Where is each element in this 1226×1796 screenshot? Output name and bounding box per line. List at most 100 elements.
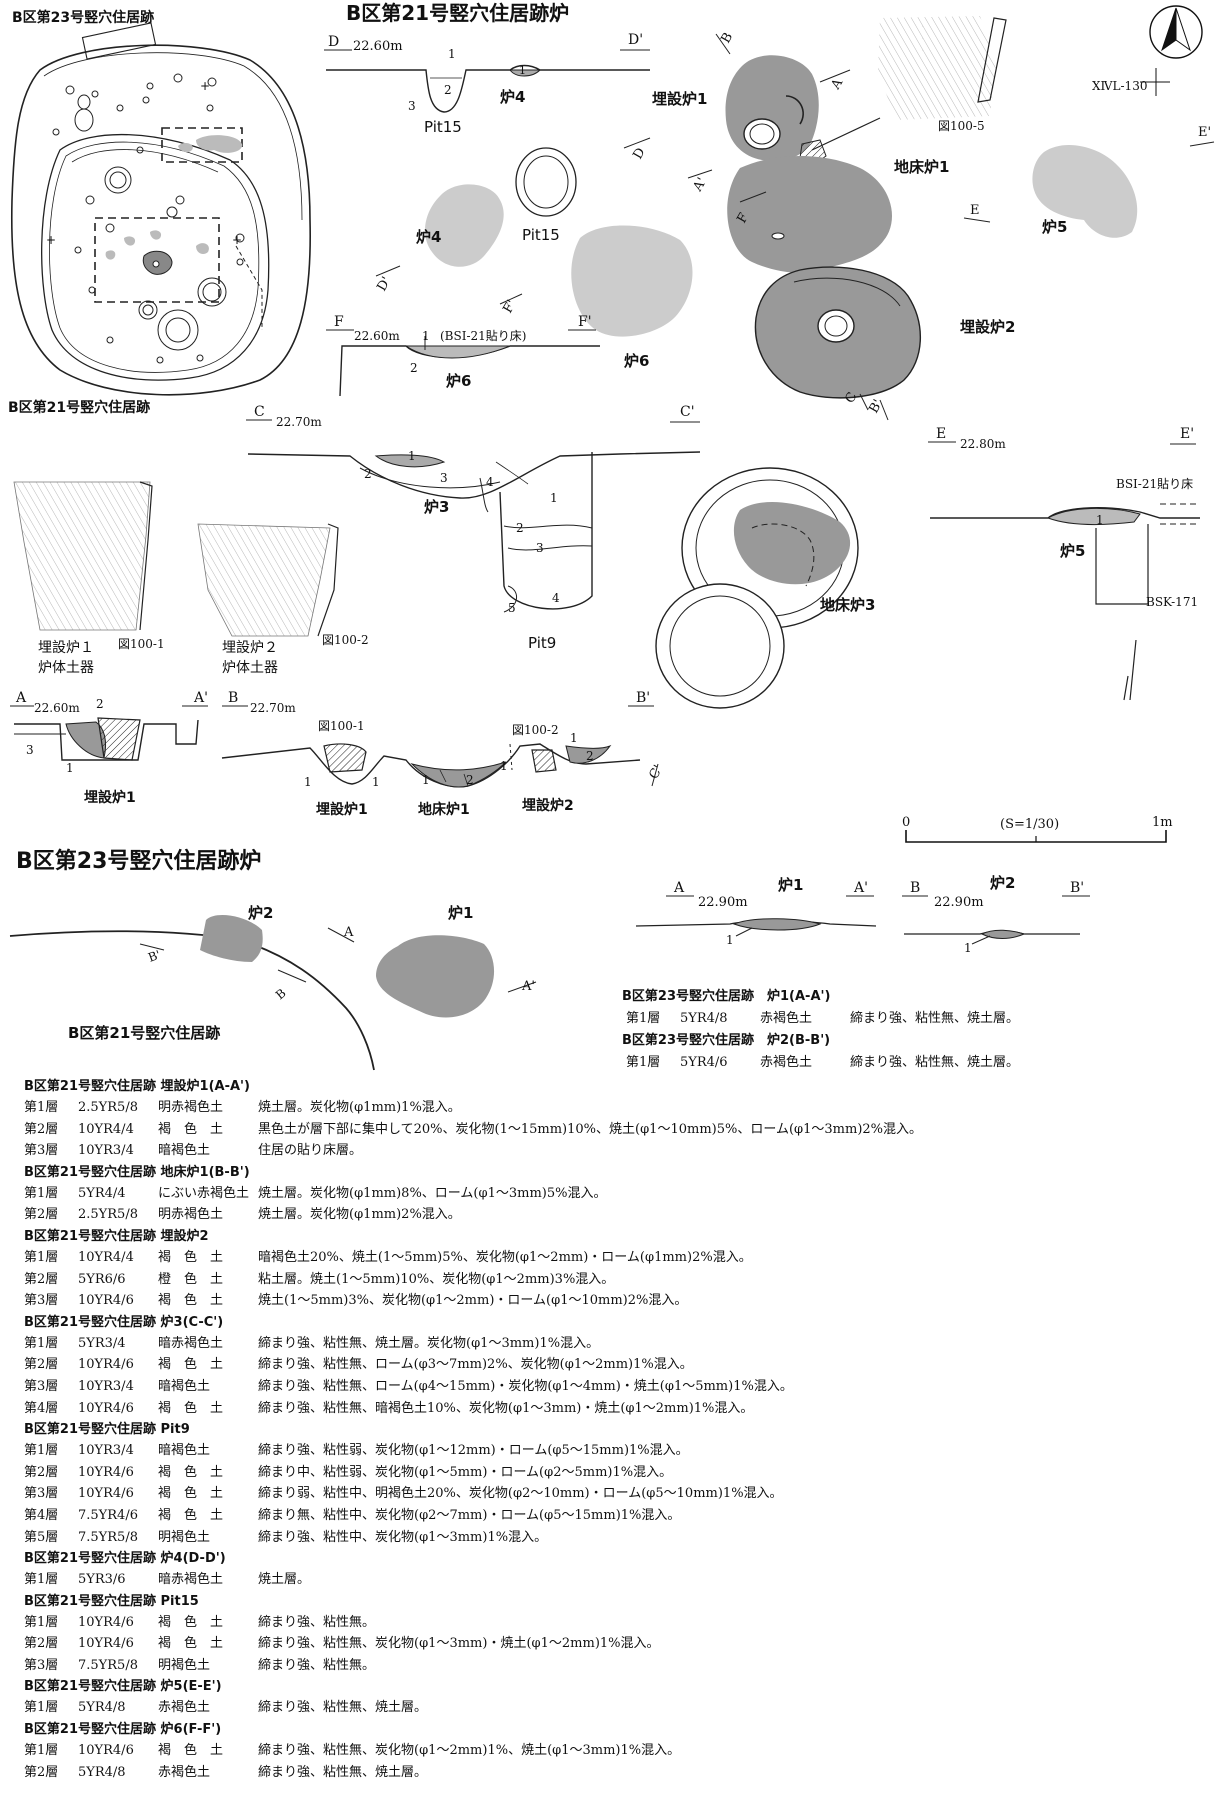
section-C: C 22.70m C' 1 2 3 4 1 2 3 4 5 炉3 Pit9 [246,404,701,652]
svg-text:地床炉1: 地床炉1 [894,158,949,176]
legend-cell: 締まり強、粘性無、焼土層。 [258,1764,428,1780]
legend-cell: 10YR4/6 [78,1293,134,1309]
legend-cell: 焼土層。炭化物(φ1mm)8%、ローム(φ1～3mm)5%混入。 [258,1185,607,1201]
svg-text:D: D [630,145,648,162]
svg-text:F': F' [500,298,519,316]
legend-cell: 10YR4/6 [78,1614,134,1630]
svg-text:22.80m: 22.80m [960,437,1006,451]
svg-text:炉2: 炉2 [990,874,1015,892]
b23-sections: A 22.90m 炉1 A' 1 B 22.90m 炉2 B' 1 [635,874,1090,955]
legend-cell: 5YR4/8 [78,1764,126,1780]
svg-text:2: 2 [586,749,594,763]
svg-text:1m: 1m [1152,815,1173,830]
legend-cell: 締まり強、粘性弱、炭化物(φ1～12mm)・ローム(φ5～15mm)1%混入。 [258,1443,689,1459]
legend-cell: 第2層 [24,1357,59,1373]
svg-text:(S=1/30): (S=1/30) [1000,817,1059,832]
svg-text:4: 4 [552,591,560,605]
svg-text:埋設炉2: 埋設炉2 [960,318,1015,336]
legend-cell: 明赤褐色土 [158,1207,224,1223]
legend-cell: 粘土層。焼土(1～5mm)10%、炭化物(φ1～2mm)3%混入。 [258,1271,615,1287]
svg-text:22.90m: 22.90m [698,895,748,910]
svg-text:22.60m: 22.60m [354,329,400,343]
legend-cell: 黒色土が層下部に集中して20%、炭化物(1～15mm)10%、焼土(φ1～10m… [258,1121,923,1137]
svg-text:3: 3 [26,743,34,757]
legend-cell: 褐 色 土 [158,1293,224,1309]
svg-text:B: B [273,986,289,1003]
legend-cell: 10YR4/4 [78,1121,134,1137]
svg-text:3: 3 [536,541,544,555]
svg-text:1: 1 [422,773,430,787]
legend-cell: 10YR4/6 [78,1486,134,1502]
note-heading: B区第23号竪穴住居跡 炉2(B-B') [622,1033,831,1048]
legend-cell: 褐 色 土 [158,1464,224,1480]
svg-text:Pit9: Pit9 [528,634,556,652]
legend-cell: 橙 色 土 [158,1271,224,1287]
legend-heading: B区第21号竪穴住居跡 Pit9 [24,1422,190,1438]
section-D: D 22.60m D' 1 2 3 1 炉4 Pit15 [324,32,650,136]
svg-text:Pit15: Pit15 [424,118,462,136]
svg-text:D: D [328,34,339,50]
legend-cell: 焼土(1～5mm)3%、炭化物(φ1～2mm)・ローム(φ1～10mm)2%混入… [258,1293,688,1309]
svg-text:22.60m: 22.60m [353,39,403,54]
legend-cell: 第1層 [24,1743,59,1759]
svg-text:2: 2 [444,83,452,97]
svg-text:1: 1 [66,761,74,775]
legend-cell: 締まり強、粘性無、焼土層。炭化物(φ1～3mm)1%混入。 [258,1335,600,1351]
note-heading: B区第23号竪穴住居跡 炉1(A-A') [622,989,831,1004]
legend-cell: 暗赤褐色土 [158,1572,224,1588]
svg-text:D': D' [374,274,394,294]
legend-heading: B区第21号竪穴住居跡 炉3(C-C') [24,1314,224,1330]
hearth-plan: 炉4 Pit15 炉6 埋設炉1 図100-5 地床炉1 埋設炉2 炉5 B [374,16,1215,421]
legend-cell: 7.5YR5/8 [78,1529,138,1545]
svg-text:A': A' [690,175,710,195]
section-A: A 22.60m A' 2 3 1 埋設炉1 [10,690,208,806]
svg-text:(BSI-21貼り床): (BSI-21貼り床) [440,328,526,343]
legend-cell: 7.5YR4/6 [78,1507,138,1523]
svg-text:E': E' [1198,125,1211,140]
legend-cell: 締まり強、粘性無、焼土層。 [258,1700,428,1716]
svg-text:C': C' [646,763,666,782]
legend-cell: 締まり中、粘性弱、炭化物(φ1～5mm)・ローム(φ2～5mm)1%混入。 [258,1464,673,1480]
svg-text:+: + [200,79,210,93]
legend-cell: 第1層 [24,1443,59,1459]
svg-text:1: 1 [726,933,734,947]
legend-cell: 褐 色 土 [158,1249,224,1265]
svg-text:1: 1 [408,449,416,463]
legend-cell: にぶい赤褐色土 [158,1185,250,1201]
svg-text:埋設炉２: 埋設炉２ [222,640,278,656]
legend-cell: 赤褐色土 [158,1700,211,1716]
svg-text:埋設炉1: 埋設炉1 [316,801,368,818]
section-F: F 22.60m F' 1 2 (BSI-21貼り床) 炉6 [326,314,600,397]
legend-cell: 締まり強、粘性無、暗褐色土10%、炭化物(φ1～3mm)・焼土(φ1～2mm)1… [258,1400,754,1416]
legend-cell: 第3層 [24,1143,59,1159]
legend-cell: 2.5YR5/8 [78,1207,138,1223]
svg-text:炉4: 炉4 [500,88,525,106]
legend-cell: 第1層 [24,1185,59,1201]
svg-text:B: B [910,880,920,896]
legend-cell: 第1層 [24,1700,59,1716]
north-arrow-icon: ⅩⅣL-130 [1092,5,1203,96]
svg-text:22.70m: 22.70m [276,415,322,429]
legend-cell: 褐 色 土 [158,1743,224,1759]
legend-cell: 焼土層。 [258,1572,311,1588]
legend-cell: 締まり弱、粘性中、明褐色土20%、炭化物(φ2～10mm)・ローム(φ5～10m… [258,1486,783,1502]
legend-cell: 締まり強、粘性無、炭化物(φ1～2mm)1%、焼土(φ1～3mm)1%混入。 [258,1743,681,1759]
svg-text:埋設炉１: 埋設炉１ [38,640,94,656]
legend-cell: 明褐色土 [158,1657,211,1673]
svg-text:B': B' [1070,880,1084,896]
svg-text:地床炉3: 地床炉3 [820,596,875,614]
svg-text:図100-2: 図100-2 [322,633,369,647]
legend-cell: 褐 色 土 [158,1636,224,1652]
svg-text:炉6: 炉6 [624,352,649,370]
svg-text:A: A [673,880,685,896]
legend-cell: 第2層 [24,1207,59,1223]
